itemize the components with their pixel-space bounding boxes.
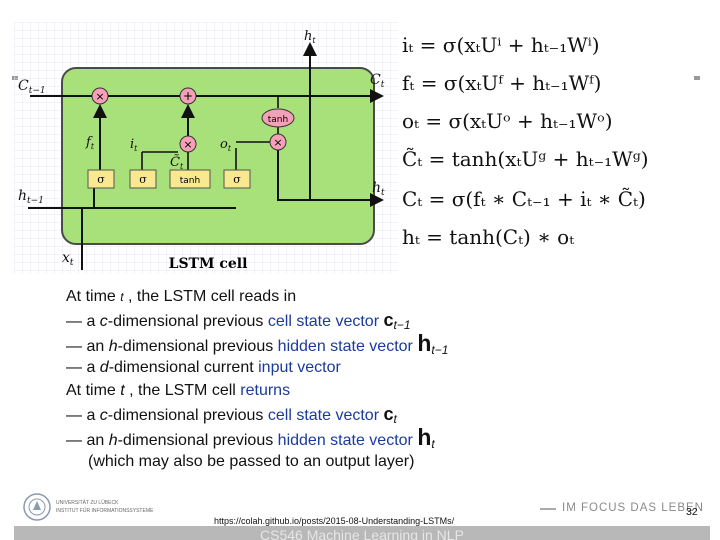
label-h-next: ht	[372, 180, 385, 198]
label-ht-top: ht	[304, 29, 316, 45]
label-x-in: xt	[62, 250, 74, 268]
text-line-2: — a c-dimensional previous cell state ve…	[66, 309, 411, 332]
output-multiply-node	[269, 133, 287, 151]
explanation-text: At time t , the LSTM cell reads in — a c…	[66, 285, 666, 473]
university-seal-icon	[23, 493, 51, 521]
text-line-4: — a d-dimensional current input vector	[66, 358, 341, 376]
equation-input-gate: iₜ = σ(xₜUⁱ + hₜ₋₁Wⁱ)	[402, 33, 600, 57]
equation-cell-state: Cₜ = σ(fₜ ∗ Cₜ₋₁ + iₜ ∗ C̃ₜ)	[402, 187, 646, 211]
course-title: CS546 Machine Learning in NLP	[260, 527, 464, 540]
source-url[interactable]: https://colah.github.io/posts/2015-08-Un…	[214, 516, 455, 526]
label-f: ft	[85, 135, 95, 151]
label-h-prev: ht−1	[18, 188, 44, 206]
op-mul-3: ×	[273, 136, 282, 149]
text-line-3: — an h-dimensional previous hidden state…	[66, 330, 449, 357]
input-multiply-node	[179, 135, 197, 153]
hidden-output-line	[277, 150, 384, 207]
op-mul-2: ×	[183, 138, 192, 151]
sigma-layer-f	[87, 169, 115, 189]
tanh-layer	[169, 169, 211, 189]
equation-hidden-state: hₜ = tanh(Cₜ) ∗ oₜ	[402, 225, 574, 249]
text-line-6: — a c-dimensional previous cell state ve…	[66, 403, 397, 426]
label-i: it	[130, 137, 138, 153]
text-line-5: At time t , the LSTM cell returns	[66, 382, 291, 399]
right-edge-mark	[694, 76, 700, 80]
sigma-i: σ	[139, 173, 147, 186]
lstm-cell-diagram: × + × tanh × σ σ tanh σ ht Ct−1 Ct ht−1 …	[14, 22, 398, 274]
text-line-1: At time t , the LSTM cell reads in	[66, 288, 297, 305]
sigma-f: σ	[97, 173, 105, 186]
text-line-8: (which may also be passed to an output l…	[88, 452, 415, 470]
add-node	[179, 87, 197, 105]
sigma-o: σ	[233, 173, 241, 186]
text-line-7: — an h-dimensional previous hidden state…	[66, 424, 435, 451]
label-o: ot	[220, 137, 232, 153]
focus-divider	[540, 508, 556, 510]
tanh-node	[261, 108, 295, 128]
logo-line-1: UNIVERSITÄT ZU LÜBECK	[56, 500, 119, 506]
label-c-tilde: C̃t	[170, 154, 184, 171]
tanh-layer-label: tanh	[180, 176, 200, 186]
label-c-prev: Ct−1	[18, 78, 46, 96]
op-mul-1: ×	[95, 90, 104, 103]
sigma-layer-i	[129, 169, 157, 189]
equation-candidate: C̃ₜ = tanh(xₜUᵍ + hₜ₋₁Wᵍ)	[402, 147, 649, 171]
cell-box	[61, 67, 375, 245]
bottom-bar	[14, 526, 710, 540]
page-number: 32	[686, 506, 698, 518]
label-c-next: Ct	[370, 72, 385, 90]
op-add: +	[183, 89, 193, 103]
slogan: IM FOCUS DAS LEBEN	[562, 502, 704, 514]
equation-forget-gate: fₜ = σ(xₜUᶠ + hₜ₋₁Wᶠ)	[402, 71, 601, 95]
sigma-layer-o	[223, 169, 251, 189]
equation-output-gate: oₜ = σ(xₜUᵒ + hₜ₋₁Wᵒ)	[402, 109, 613, 133]
lstm-equations: iₜ = σ(xₜUⁱ + hₜ₋₁Wⁱ) fₜ = σ(xₜUᶠ + hₜ₋₁…	[402, 33, 649, 249]
diagram-caption: LSTM cell	[169, 256, 248, 272]
university-logo: UNIVERSITÄT ZU LÜBECK INSTITUT FÜR INFOR…	[22, 492, 162, 524]
tanh-label-node: tanh	[268, 115, 288, 125]
forget-multiply-node	[91, 87, 109, 105]
logo-line-2: INSTITUT FÜR INFORMATIONSSYSTEME	[56, 508, 154, 514]
